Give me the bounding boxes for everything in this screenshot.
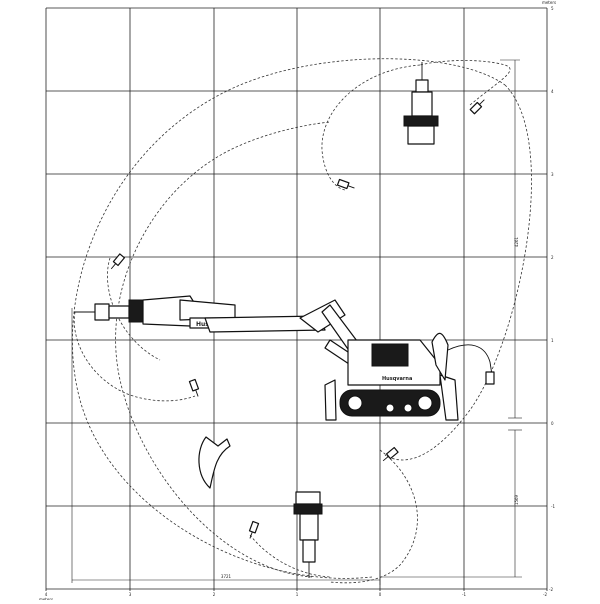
breaker-tool-icon xyxy=(336,178,355,190)
demolition-arm: Husqvarna xyxy=(74,295,361,369)
x-tick-neg1: -1 xyxy=(462,592,466,597)
body-brand-label: Husqvarna xyxy=(382,376,412,382)
lower-right-curve xyxy=(329,449,418,584)
y-tick-1: 1 xyxy=(551,338,554,343)
y-tick-3: 3 xyxy=(551,172,554,177)
inner-reach-curve xyxy=(115,121,331,578)
x-axis-labels: 4 3 2 1 0 -1 -2 meters xyxy=(39,592,548,602)
y-tick-0: 0 xyxy=(551,421,554,426)
y-axis-labels: meters 5 4 3 2 1 0 -1 -2 xyxy=(542,0,556,592)
y-tick-5: 5 xyxy=(551,6,554,11)
x-tick-4: 4 xyxy=(45,592,48,597)
demolition-machine-body: Husqvarna xyxy=(324,332,495,421)
breaker-tool-icon xyxy=(188,378,200,397)
top-units-label: meters xyxy=(542,0,556,5)
breaker-tool-icon xyxy=(248,520,260,539)
y-tick-neg2: -2 xyxy=(549,587,553,592)
top-breaker-icon xyxy=(403,62,439,145)
left-reach-curve xyxy=(73,311,196,402)
x-tick-1: 1 xyxy=(296,592,299,597)
y-tick-neg1: -1 xyxy=(551,504,555,509)
reach-envelopes xyxy=(72,58,532,584)
breaker-tool-icon xyxy=(382,446,399,462)
height-dimension-label: 4261 xyxy=(514,236,519,247)
right-envelope-curve xyxy=(384,84,532,461)
y-tick-4: 4 xyxy=(551,89,554,94)
x-tick-neg2: -2 xyxy=(543,592,547,597)
bottom-inner-curve xyxy=(249,534,331,578)
x-tick-3: 3 xyxy=(129,592,132,597)
x-tick-2: 2 xyxy=(213,592,216,597)
tool-positions xyxy=(110,99,485,539)
upper-sweep-curve xyxy=(321,64,421,191)
horizontal-dimension-label: 3721 xyxy=(221,574,232,579)
breaker-tool-icon xyxy=(110,253,126,270)
x-tick-0: 0 xyxy=(379,592,382,597)
y-tick-2: 2 xyxy=(551,255,554,260)
outer-reach-curve xyxy=(72,58,506,579)
upper-right-curve xyxy=(419,60,511,106)
bucket-tool-icon xyxy=(198,436,231,489)
depth-dimension-label: 1569 xyxy=(514,494,519,505)
bottom-breaker-icon xyxy=(293,491,323,578)
dimension-lines: 4261 1569 3721 xyxy=(71,59,522,585)
breaker-tool-icon xyxy=(469,99,485,115)
